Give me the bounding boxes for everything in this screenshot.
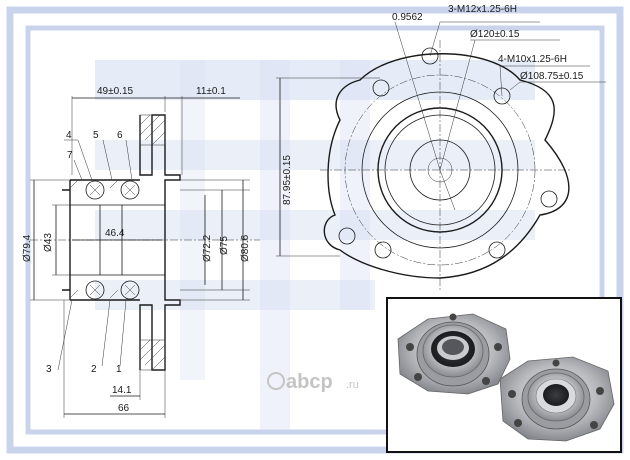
dim-total-len: 66 bbox=[118, 403, 130, 414]
side-section-view: 49±0.15 11±0.1 Ø79.4 Ø43 46.4 Ø72.2 Ø75 … bbox=[22, 86, 260, 418]
dim-flange-thk: 11±0.1 bbox=[196, 86, 226, 97]
callout-7: 7 bbox=[67, 150, 73, 161]
circle-outer-race bbox=[377, 107, 503, 233]
dim-d-bore: Ø43 bbox=[43, 233, 54, 252]
dim-inner-len: 46.4 bbox=[105, 228, 125, 239]
wheel-hub-bearing-photo-icon bbox=[397, 313, 615, 442]
callout-group: 4 5 6 7 3 2 1 bbox=[46, 130, 133, 375]
dim-d-80: Ø80.6 bbox=[240, 234, 251, 262]
dim-width-top: 49±0.15 bbox=[97, 86, 134, 97]
callout-2: 2 bbox=[91, 364, 97, 375]
inner-bore-lines bbox=[70, 204, 165, 276]
flange-profile bbox=[323, 53, 570, 279]
callout-4: 4 bbox=[66, 130, 72, 141]
bolt-hole bbox=[374, 241, 392, 259]
callout-3: 3 bbox=[46, 364, 52, 375]
circle-bore bbox=[409, 139, 471, 201]
bolt-hole-group bbox=[338, 47, 558, 259]
watermark-text: abcp .ru bbox=[267, 371, 359, 393]
bolt-hole bbox=[372, 79, 390, 97]
dim-d-72: Ø72.2 bbox=[202, 234, 213, 262]
bolt-hole bbox=[540, 190, 558, 208]
outer-race bbox=[62, 179, 140, 301]
dim-thread-4: 4-M10x1.25-6H bbox=[498, 54, 567, 65]
ball-row-top bbox=[85, 180, 140, 200]
hub-photo-right bbox=[499, 356, 615, 442]
ball-row-bottom bbox=[85, 280, 140, 300]
bolt-hole bbox=[493, 87, 511, 105]
bolt-hole bbox=[421, 47, 439, 65]
flange-top-boss bbox=[139, 114, 166, 146]
flange-hatching bbox=[139, 114, 166, 371]
dim-d-75: Ø75 bbox=[219, 236, 230, 255]
circle-bolt-ref bbox=[344, 74, 536, 266]
front-view: 0.9562 3-M12x1.25-6H Ø120±0.15 4-M10x1.2… bbox=[276, 4, 606, 290]
dim-d-outer: Ø79.4 bbox=[22, 234, 33, 262]
watermark-brand: abcp bbox=[286, 371, 333, 393]
product-photo-frame bbox=[386, 297, 622, 453]
circle-pcd bbox=[361, 91, 519, 249]
dim-len-14: 14.1 bbox=[112, 385, 132, 396]
callout-6: 6 bbox=[117, 130, 123, 141]
dim-pcd-108: Ø108.75±0.15 bbox=[520, 71, 584, 82]
circle-seal bbox=[384, 114, 496, 226]
watermark-suffix: .ru bbox=[346, 379, 359, 391]
flange-bottom-boss bbox=[139, 339, 166, 371]
bolt-hole bbox=[338, 227, 356, 245]
dim-pcd-120: Ø120±0.15 bbox=[470, 29, 520, 40]
bolt-hole bbox=[488, 241, 506, 259]
dim-height: 87.95±0.15 bbox=[282, 155, 293, 205]
callout-5: 5 bbox=[93, 130, 99, 141]
callout-1: 1 bbox=[116, 364, 122, 375]
hub-photo-left bbox=[397, 313, 511, 395]
race-hatching bbox=[69, 179, 119, 299]
dim-thread-3: 3-M12x1.25-6H bbox=[448, 4, 517, 15]
circle-center bbox=[427, 157, 453, 183]
dim-offset: 0.9562 bbox=[392, 12, 423, 23]
flange-outline bbox=[139, 114, 181, 371]
